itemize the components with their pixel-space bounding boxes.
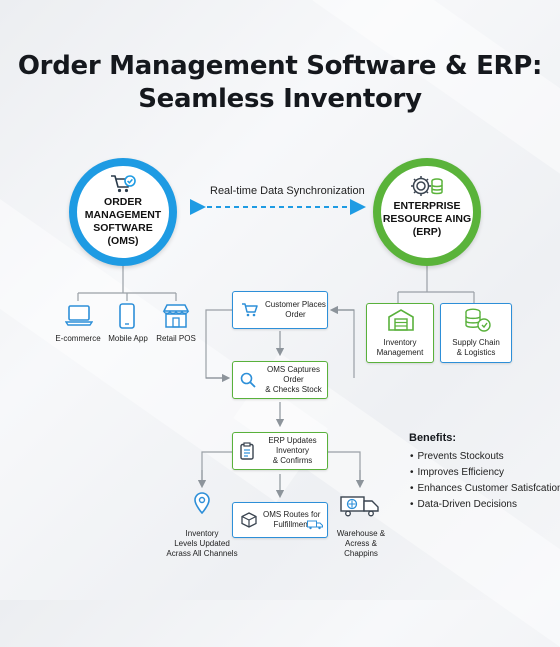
clipboard-icon (240, 442, 254, 460)
erp-label-line2: RESOURCE AING (382, 213, 472, 225)
shopping-cart-check-icon (110, 174, 136, 199)
small-truck-icon (307, 517, 323, 535)
erp-module-inventory-line2: Management (376, 348, 424, 357)
oms-label-line4: (OMS) (107, 235, 139, 247)
benefit-item: •Improves Efficiency (410, 467, 505, 478)
erp-module-inventory-line1: Inventory (383, 338, 417, 347)
output-warehouse: Warehouse & Acress & Chappins (326, 529, 396, 559)
delivery-truck-icon (340, 494, 380, 523)
flow-step-erp-updates: ERP Updates Inventory & Confirms (232, 432, 328, 470)
benefits-title: Benefits: (409, 432, 457, 444)
erp-module-inventory: Inventory Management (366, 303, 434, 363)
page-title: Order Management Software & ERP: Seamles… (0, 50, 560, 116)
benefit-item-text: Prevents Stockouts (417, 451, 504, 462)
flow-step1-line1: Customer Places (265, 300, 326, 309)
flow-step-oms-routes-label: OMS Routes for Fulfillment (263, 510, 320, 530)
benefit-item-text: Enhances Customer Satisfcation (417, 483, 560, 494)
benefit-item: •Prevents Stockouts (410, 451, 504, 462)
smartphone-icon (118, 303, 136, 334)
output-inventory-levels: Inventory Levels Updated Acrass All Chan… (150, 529, 254, 559)
flow-step2-line1: OMS Captures Order (267, 365, 320, 384)
output-inventory-line1: Inventory (185, 529, 219, 538)
flow-step-oms-captures: OMS Captures Order & Checks Stock (232, 361, 328, 399)
box-icon (241, 512, 257, 528)
magnifier-icon (240, 372, 256, 388)
erp-label: ENTERPRISE RESOURCE AING (ERP) (381, 200, 473, 239)
flow-step1-line2: Order (285, 310, 306, 319)
location-pin-icon (193, 492, 211, 519)
flow-step4-line1: OMS Routes for (263, 510, 321, 519)
flow-step-customer-order-label: Customer Places Order (265, 300, 326, 320)
warehouse-icon (387, 308, 415, 337)
erp-module-supply-chain: Supply Chain & Logistics (440, 303, 512, 363)
oms-label-line3: SOFTWARE (93, 222, 153, 234)
oms-circle: ORDER MANAGEMENT SOFTWARE (OMS) (69, 158, 177, 266)
flow-step3-line2: & Confirms (272, 456, 313, 465)
cart-icon (241, 302, 259, 318)
flow-step-erp-updates-label: ERP Updates Inventory & Confirms (258, 436, 327, 466)
page-title-line1: Order Management Software & ERP: (17, 51, 543, 81)
output-warehouse-line2: Acress & (344, 539, 377, 548)
coins-icon (462, 307, 492, 338)
sync-label: Real-time Data Synchronization (210, 185, 365, 197)
erp-circle: ENTERPRISE RESOURCE AING (ERP) (373, 158, 481, 266)
benefit-item-text: Data-Driven Decisions (417, 499, 517, 510)
benefit-item: •Enhances Customer Satisfcation (410, 483, 560, 494)
erp-module-inventory-label: Inventory Management (377, 338, 424, 358)
benefit-item-text: Improves Efficiency (417, 467, 505, 478)
benefit-item: •Data-Driven Decisions (410, 499, 517, 510)
output-inventory-line2: Levels Updated (174, 539, 230, 548)
erp-label-line3: (ERP) (412, 226, 442, 238)
erp-module-supply-chain-line2: & Logistics (456, 348, 496, 357)
flow-step3-line1: ERP Updates Inventory (268, 436, 317, 455)
oms-label-line1: ORDER (104, 196, 142, 208)
channel-label-ecommerce: E-commerce (55, 334, 101, 343)
oms-label-line2: MANAGEMENT (84, 209, 162, 221)
erp-label-line1: ENTERPRISE (393, 200, 461, 212)
channel-label-mobile-app: Mobile App (108, 334, 148, 343)
output-warehouse-line1: Warehouse & (336, 529, 386, 538)
erp-module-supply-chain-line1: Supply Chain (452, 338, 500, 347)
flow-step-oms-routes: OMS Routes for Fulfillment (232, 502, 328, 538)
laptop-icon (64, 303, 94, 332)
page-title-line2: Seamless Inventory (138, 84, 422, 114)
oms-label: ORDER MANAGEMENT SOFTWARE (OMS) (77, 196, 169, 248)
erp-module-supply-chain-label: Supply Chain & Logistics (452, 338, 500, 358)
channel-label-retail-pos: Retail POS (156, 334, 196, 343)
output-warehouse-line3: Chappins (344, 549, 378, 558)
storefront-icon (162, 303, 190, 334)
flow-step4-line2: Fulfillment (273, 520, 310, 529)
flow-step-customer-order: Customer Places Order (232, 291, 328, 329)
connector-lines (77, 199, 475, 499)
output-inventory-line3: Acrass All Channels (166, 549, 238, 558)
flow-step-oms-captures-label: OMS Captures Order & Checks Stock (260, 365, 327, 395)
flow-step2-line2: & Checks Stock (265, 385, 322, 394)
gear-database-icon (410, 174, 444, 203)
